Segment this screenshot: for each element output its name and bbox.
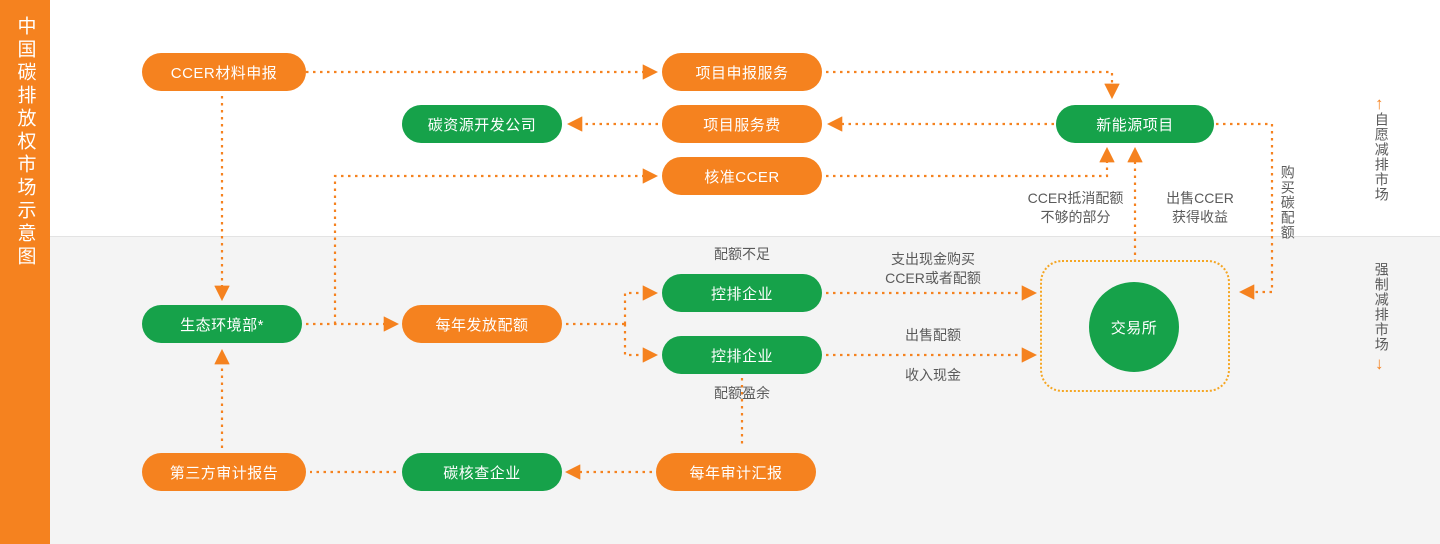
node-controlled-enterprise-1[interactable]: 控排企业 [662,274,822,312]
node-label: 碳核查企业 [443,464,521,482]
node-controlled-enterprise-2[interactable]: 控排企业 [662,336,822,374]
mandatory-market-arrow-icon: ↓ [1375,354,1384,373]
edge-declare-service-to-new-energy [826,70,1120,100]
node-label: 核准CCER [704,168,780,186]
node-label: 项目申报服务 [695,64,789,82]
edge-quota-to-enterprise-2 [623,324,659,363]
node-label: 每年发放配额 [435,316,529,334]
label-voluntary-market: 自愿减排市场 [1373,112,1390,202]
node-new-energy-project[interactable]: 新能源项目 [1056,105,1214,143]
page-title: 中国碳排放权市场示意图 [14,16,36,269]
edge-new-energy-to-exchange [1216,122,1274,300]
node-label: 项目服务费 [703,116,781,134]
node-label: 交易所 [1110,319,1158,337]
label-ccer-offset-insufficient: CCER抵消配额 不够的部分 [1027,190,1124,225]
node-label: 第三方审计报告 [169,464,279,482]
label-sell-ccer-gain: 出售CCER 获得收益 [1166,190,1234,225]
edge-quota-to-enterprise-1 [623,285,659,324]
title-bar: 中国碳排放权市场示意图 [0,0,50,544]
node-label: CCER材料申报 [170,64,278,82]
node-carbon-verification-company[interactable]: 碳核查企业 [402,453,562,491]
label-quota-surplus: 配额盈余 [714,385,770,401]
node-label: 控排企业 [710,285,773,303]
node-ccer-material[interactable]: CCER材料申报 [142,53,306,91]
node-label: 生态环境部* [180,316,264,334]
node-exchange[interactable]: 交易所 [1089,282,1179,372]
node-label: 新能源项目 [1096,116,1174,134]
node-project-declare-service[interactable]: 项目申报服务 [662,53,822,91]
voluntary-market-arrow-icon: ↑ [1375,94,1384,113]
label-sell-quota: 出售配额 [905,327,961,343]
exchange-container [1040,260,1230,392]
node-label: 控排企业 [710,347,773,365]
label-buy-carbon-quota: 购买碳配额 [1279,165,1296,240]
node-approved-ccer[interactable]: 核准CCER [662,157,822,195]
label-quota-shortage: 配额不足 [714,246,770,262]
label-receive-cash: 收入现金 [905,367,961,383]
node-annual-audit-report[interactable]: 每年审计汇报 [656,453,816,491]
node-carbon-dev-company[interactable]: 碳资源开发公司 [402,105,562,143]
node-third-party-audit-report[interactable]: 第三方审计报告 [142,453,306,491]
node-label: 每年审计汇报 [689,464,783,482]
node-label: 碳资源开发公司 [427,116,537,134]
label-mandatory-market: 强制减排市场 [1373,262,1390,352]
edge-approved-ccer-to-new-energy [826,146,1115,178]
node-project-service-fee[interactable]: 项目服务费 [662,105,822,143]
node-ministry-ecology[interactable]: 生态环境部* [142,305,302,343]
edge-ministry-to-approved-ccer [333,168,659,324]
node-annual-quota[interactable]: 每年发放配额 [402,305,562,343]
label-pay-cash-buy: 支出现金购买 CCER或者配额 [885,251,981,286]
